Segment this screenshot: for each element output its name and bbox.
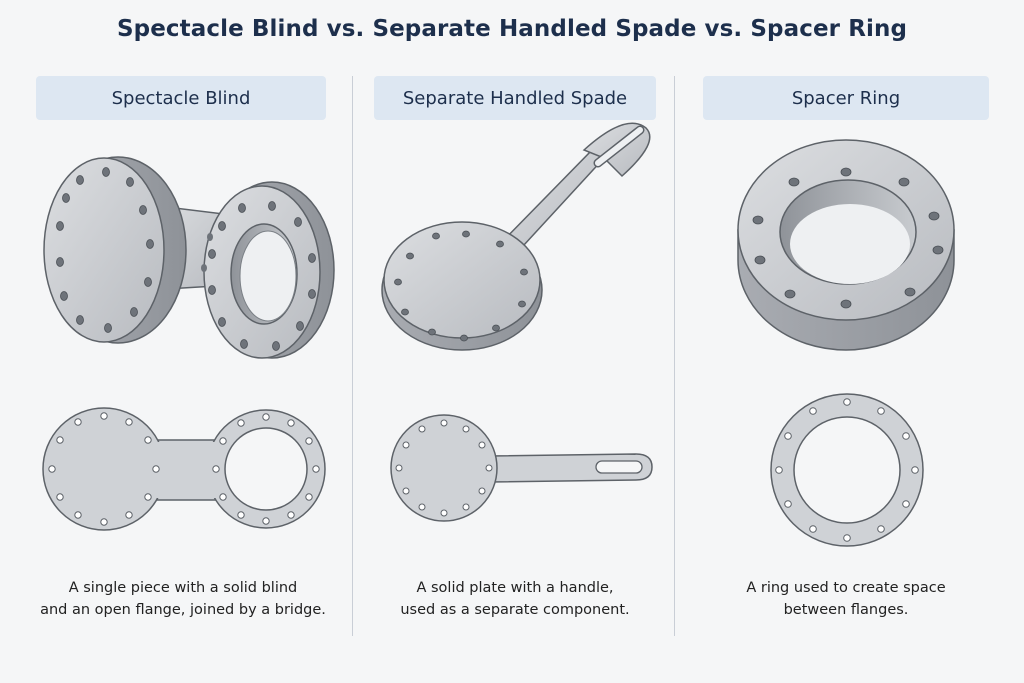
caption-handled-spade-line2: used as a separate component. xyxy=(400,602,630,618)
caption-spacer-ring-line2: between flanges. xyxy=(783,602,909,618)
column-header-spectacle-blind: Spectacle Blind xyxy=(36,76,326,120)
column-header-handled-spade: Separate Handled Spade xyxy=(374,76,656,120)
caption-handled-spade: A solid plate with a handle, used as a s… xyxy=(374,577,656,621)
caption-spectacle-blind-line2: and an open flange, joined by a bridge. xyxy=(40,602,326,618)
caption-spacer-ring-line1: A ring used to create space xyxy=(746,580,946,596)
column-spacer-ring: Spacer Ring xyxy=(703,76,989,120)
caption-spectacle-blind-line1: A single piece with a solid blind xyxy=(68,580,298,596)
column-spectacle-blind: Spectacle Blind xyxy=(36,76,326,120)
caption-spacer-ring: A ring used to create space between flan… xyxy=(703,577,989,621)
column-divider-1 xyxy=(352,76,353,636)
caption-handled-spade-line1: A solid plate with a handle, xyxy=(416,580,614,596)
page-title: Spectacle Blind vs. Separate Handled Spa… xyxy=(116,16,908,42)
column-divider-2 xyxy=(674,76,675,636)
caption-spectacle-blind: A single piece with a solid blind and an… xyxy=(36,577,330,621)
column-header-spacer-ring: Spacer Ring xyxy=(703,76,989,120)
column-handled-spade: Separate Handled Spade xyxy=(374,76,656,120)
